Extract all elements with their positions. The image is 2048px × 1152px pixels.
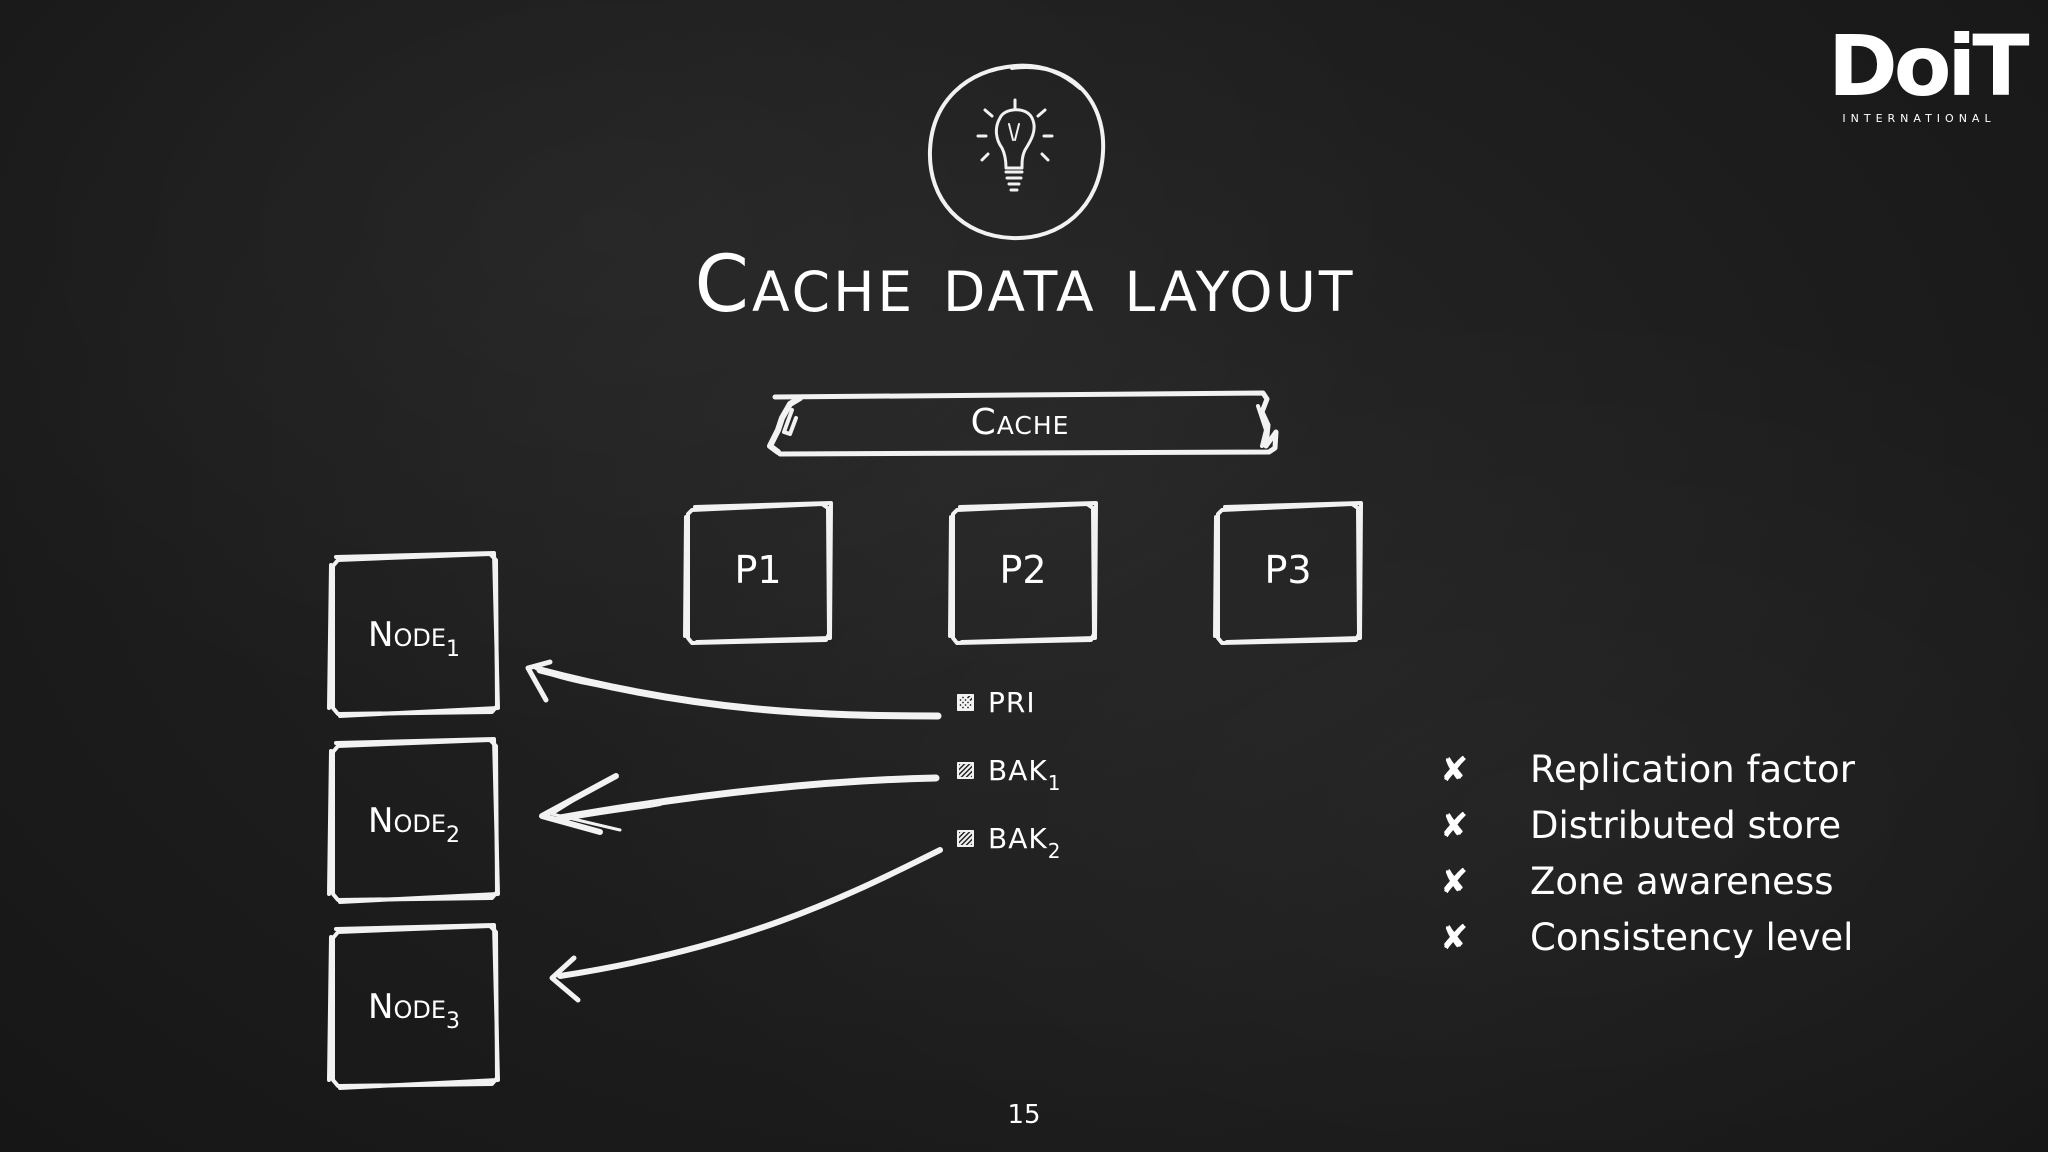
node-label-1: Node1 <box>334 615 494 662</box>
bak1-swatch-icon <box>957 762 974 779</box>
copy-label-bak1-text: BAK <box>988 754 1048 787</box>
feature-item-label: Replication factor <box>1530 748 1855 791</box>
node-label-1-text: Node <box>368 615 446 655</box>
copy-label-bak1: BAK1 <box>988 754 1061 795</box>
logo-main-text: DoiT <box>1828 17 2030 115</box>
bak2-swatch-icon <box>957 830 974 847</box>
partition-box-p3 <box>1213 501 1363 645</box>
feature-item-replication-factor: ✘ Replication factor <box>1440 748 1855 791</box>
copy-label-pri-text: PRI <box>988 686 1036 719</box>
node-box-2 <box>327 737 500 904</box>
feature-item-distributed-store: ✘ Distributed store <box>1440 804 1841 847</box>
cache-bar <box>767 390 1279 457</box>
node-label-3-index: 3 <box>445 1009 460 1034</box>
node-label-1-index: 1 <box>445 637 460 662</box>
pri-swatch-icon <box>957 694 974 711</box>
arrow-bak2-to-node-3 <box>549 847 943 1003</box>
node-box-1 <box>327 551 500 718</box>
node-label-3-text: Node <box>368 987 446 1027</box>
node-label-3: Node3 <box>334 987 494 1034</box>
arrow-bak1-to-node-2 <box>539 773 940 835</box>
partition-label-p1: P1 <box>734 548 782 592</box>
partition-box-p1 <box>683 501 833 645</box>
node-box-3 <box>327 923 500 1090</box>
doit-logo: DoiT INTERNATIONAL <box>1828 17 2030 125</box>
page-number: 15 <box>1007 1100 1041 1130</box>
arrow-pri-to-node-1 <box>525 659 942 720</box>
cross-mark-icon: ✘ <box>1440 861 1469 902</box>
copy-label-pri: PRI <box>988 686 1036 727</box>
copy-label-bak2: BAK2 <box>988 822 1061 863</box>
node-label-2-text: Node <box>368 801 446 841</box>
feature-item-label: Distributed store <box>1530 804 1842 847</box>
feature-item-consistency-level: ✘ Consistency level <box>1440 916 1853 959</box>
cache-label: Cache <box>970 402 1070 443</box>
cross-mark-icon: ✘ <box>1440 805 1469 846</box>
logo-sub-text: INTERNATIONAL <box>1842 112 1996 125</box>
cross-mark-icon: ✘ <box>1440 749 1469 790</box>
feature-item-label: Consistency level <box>1530 916 1854 959</box>
partition-label-p2: P2 <box>999 548 1047 592</box>
feature-item-zone-awareness: ✘ Zone awareness <box>1440 860 1834 903</box>
cross-mark-icon: ✘ <box>1440 917 1469 958</box>
slide-title: Cache data layout <box>694 240 1356 330</box>
node-label-2-index: 2 <box>445 823 460 848</box>
node-label-2: Node2 <box>334 801 494 848</box>
copy-label-bak1-index: 1 <box>1047 771 1062 795</box>
copy-label-bak2-text: BAK <box>988 822 1048 855</box>
lightbulb-icon <box>927 63 1106 241</box>
copy-label-bak2-index: 2 <box>1047 839 1062 863</box>
partition-label-p3: P3 <box>1264 548 1312 592</box>
partition-box-p2 <box>948 501 1098 645</box>
feature-item-label: Zone awareness <box>1530 860 1834 903</box>
